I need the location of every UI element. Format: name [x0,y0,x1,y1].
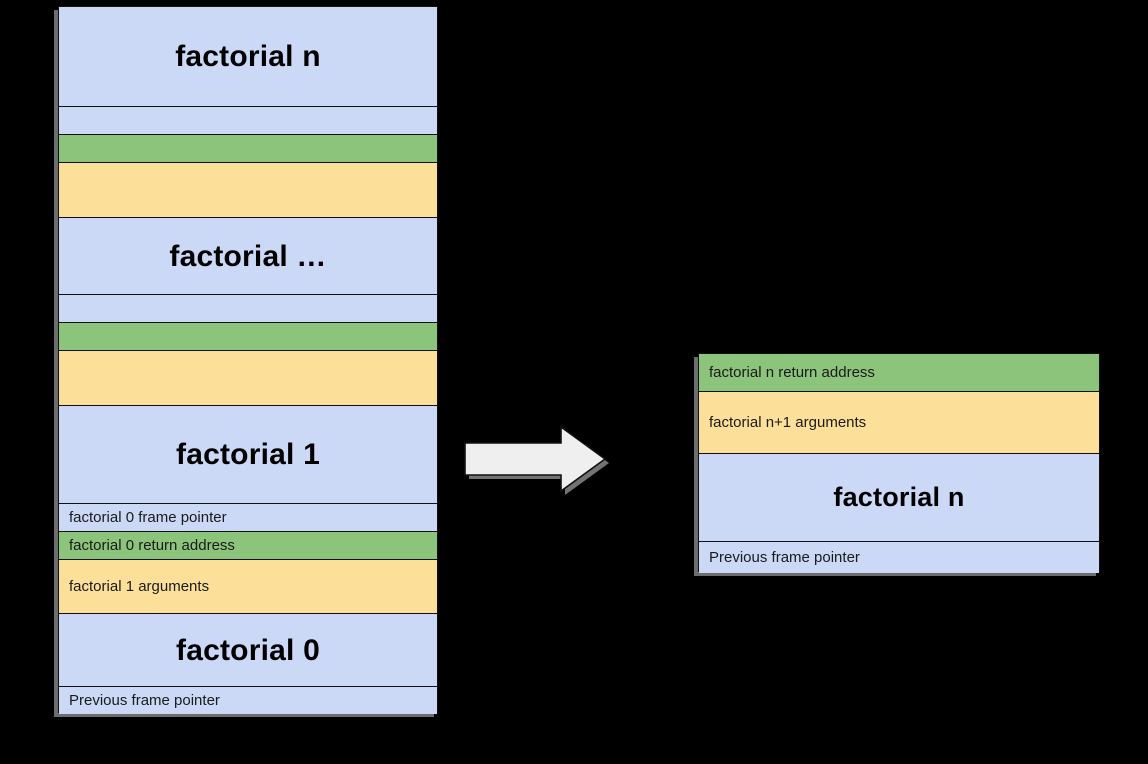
stack-row-frame-title: factorial … [59,218,437,295]
stack-slot-label: factorial 1 arguments [69,577,210,595]
frame-title-label: factorial 0 [176,633,320,667]
stack-slot-label: Previous frame pointer [69,691,220,709]
right-arrow-icon [464,425,609,495]
stack-row-return-address: factorial 0 return address [59,532,437,560]
flow-arrow [460,422,674,498]
stack-row-arguments [59,351,437,406]
stack-slot-label: factorial 0 return address [69,536,235,554]
stack-slot-label: factorial 0 frame pointer [69,508,227,526]
stack-slot-label: Previous frame pointer [709,548,860,566]
stack-row-arguments: factorial 1 arguments [59,560,437,614]
stack-row-frame-pointer: factorial 0 frame pointer [59,504,437,532]
stack-row-frame-pointer: Previous frame pointer [59,687,437,714]
arrow-body [464,425,607,493]
stack-row-frame-title: factorial n [59,7,437,107]
stack-row-arguments [59,163,437,218]
stack-row-frame-title: factorial 0 [59,614,437,687]
stack-row-arguments: factorial n+1 arguments [699,392,1099,454]
single-stack-frame-diagram: factorial n return address factorial n+1 … [698,353,1100,573]
frame-title-label: factorial n [833,481,965,512]
stack-row-return-address: factorial n return address [699,354,1099,392]
stack-row-frame-title: factorial n [699,454,1099,542]
stack-row-return-address [59,323,437,351]
frame-title-label: factorial 1 [176,438,320,471]
stack-row-return-address [59,135,437,163]
recursive-call-stack-diagram: factorial n factorial … factorial 1 factori… [58,6,438,714]
stack-row-frame-title: factorial 1 [59,406,437,504]
stack-row-frame-pointer [59,107,437,135]
stack-row-frame-pointer [59,295,437,323]
stack-row-frame-pointer: Previous frame pointer [699,542,1099,573]
frame-title-label: factorial n [175,40,321,73]
frame-title-label: factorial … [169,239,327,273]
stack-slot-label: factorial n+1 arguments [709,413,867,431]
stack-slot-label: factorial n return address [709,363,875,381]
